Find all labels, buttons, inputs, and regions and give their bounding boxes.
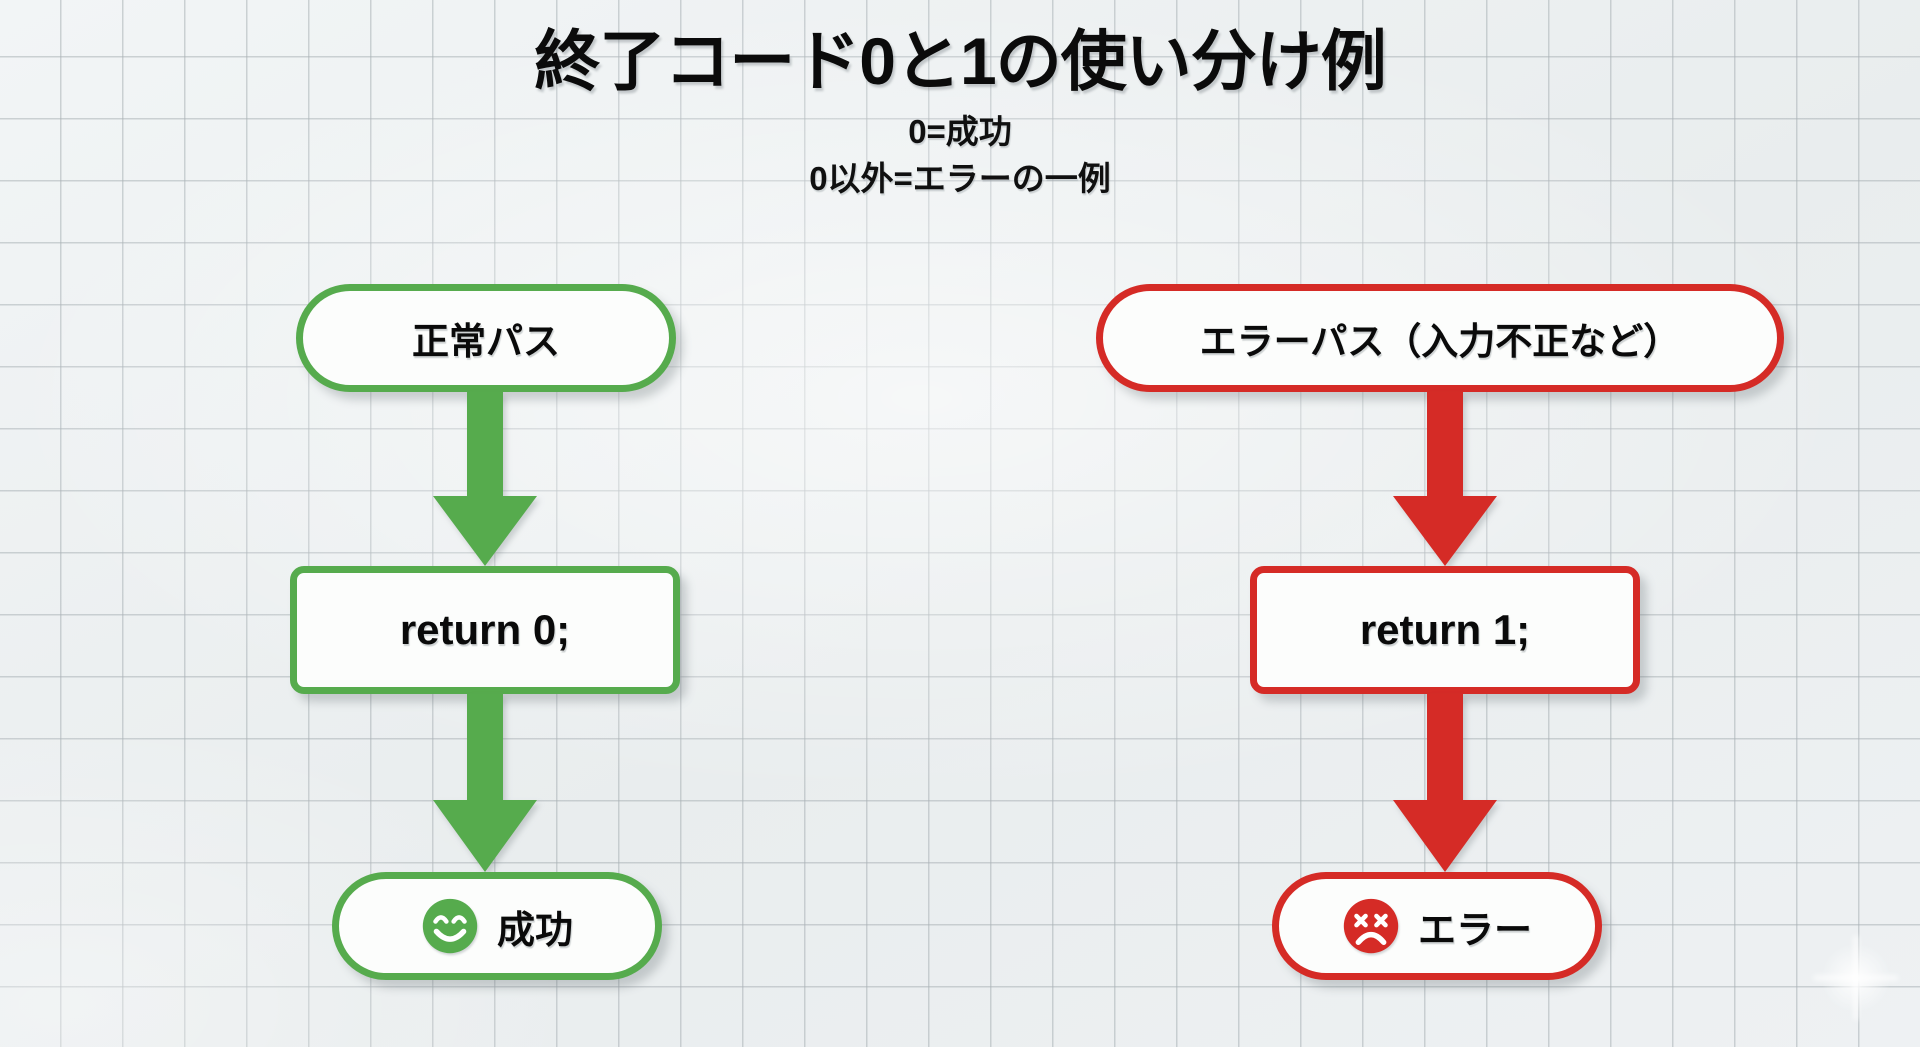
page-title: 終了コード0と1の使い分け例 [534, 24, 1386, 98]
node-error-path[interactable]: エラーパス（入力不正など） [1096, 284, 1784, 392]
arrow-error-path-to-return-one [1393, 392, 1497, 566]
sparkle-glow-icon [1808, 930, 1904, 1026]
node-normal-path[interactable]: 正常パス [296, 284, 676, 392]
node-success-label: 成功 [496, 909, 573, 952]
subtitle-line-2: 0以外=エラーの一例 [809, 160, 1111, 197]
subtitle-line-1: 0=成功 [908, 113, 1012, 150]
arrow-return-zero-to-success [433, 694, 537, 872]
node-normal-path-label: 正常パス [412, 321, 560, 362]
node-error-path-label: エラーパス（入力不正など） [1199, 321, 1681, 362]
smiling-face-icon [422, 898, 478, 954]
arrow-normal-path-to-return-zero [433, 392, 537, 566]
node-return-zero[interactable]: return 0; [290, 566, 680, 694]
dead-face-icon [1343, 898, 1399, 954]
node-error-label: エラー [1417, 909, 1532, 952]
node-return-zero-label: return 0; [399, 606, 571, 653]
node-success[interactable]: 成功 [332, 872, 662, 980]
arrow-return-one-to-error [1393, 694, 1497, 872]
node-return-one-label: return 1; [1359, 606, 1531, 653]
node-error[interactable]: エラー [1272, 872, 1602, 980]
node-return-one[interactable]: return 1; [1250, 566, 1640, 694]
